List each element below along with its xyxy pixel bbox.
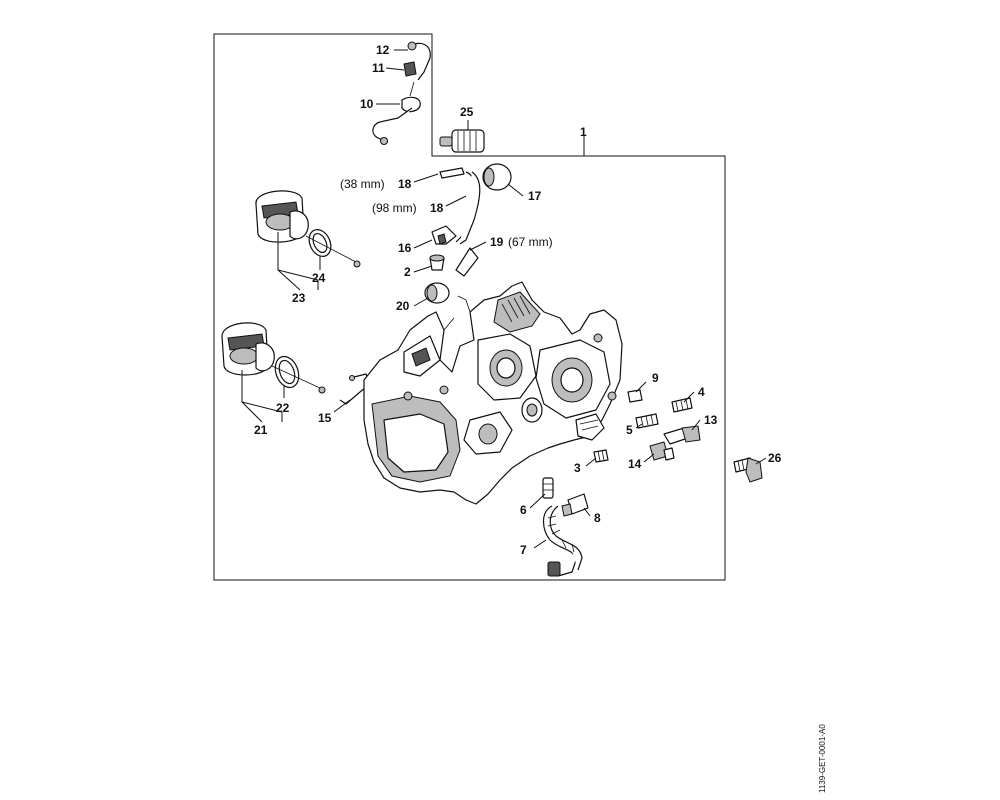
leader-lines xyxy=(241,49,767,549)
callout-11: 11 xyxy=(372,61,385,75)
assembly-frame xyxy=(213,33,726,581)
crankcase-drawing xyxy=(363,281,623,505)
callout-8: 8 xyxy=(594,511,601,525)
dimension-19-67mm: (67 mm) xyxy=(508,235,553,249)
callout-19: 19 xyxy=(490,235,504,249)
callouts: 12 11 10 25 1 (38 mm) 18 17 (98 mm) 18 1… xyxy=(254,43,782,557)
callout-18-a: 18 xyxy=(398,177,412,191)
lower-bearing-drawing xyxy=(221,322,326,394)
callout-13: 13 xyxy=(704,413,718,427)
dimension-18-98mm: (98 mm) xyxy=(372,201,417,215)
drawing-id: 1139-GET-0001-A0 xyxy=(818,724,827,793)
callout-1: 1 xyxy=(580,125,587,139)
callout-7: 7 xyxy=(520,543,527,557)
lower-hose-drawing xyxy=(542,477,589,577)
callout-17: 17 xyxy=(528,189,542,203)
callout-12: 12 xyxy=(376,43,390,57)
callout-24: 24 xyxy=(312,271,326,285)
callout-23: 23 xyxy=(292,291,306,305)
dimension-18-38mm: (38 mm) xyxy=(340,177,385,191)
callout-16: 16 xyxy=(398,241,412,255)
callout-3: 3 xyxy=(574,461,581,475)
oil-line-drawing xyxy=(372,41,431,145)
fuel-filter-drawing xyxy=(439,129,485,153)
callout-5: 5 xyxy=(626,423,633,437)
callout-10: 10 xyxy=(360,97,374,111)
callout-4: 4 xyxy=(698,385,705,399)
fuel-hose-drawing xyxy=(424,163,512,304)
callout-2: 2 xyxy=(404,265,411,279)
callout-22: 22 xyxy=(276,401,290,415)
callout-26: 26 xyxy=(768,451,782,465)
callout-18-b: 18 xyxy=(430,201,444,215)
callout-9: 9 xyxy=(652,371,659,385)
callout-6: 6 xyxy=(520,503,527,517)
upper-bearing-drawing xyxy=(255,190,361,268)
callout-15: 15 xyxy=(318,411,332,425)
callout-20: 20 xyxy=(396,299,410,313)
callout-14: 14 xyxy=(628,457,642,471)
callout-25: 25 xyxy=(460,105,474,119)
fasteners-drawing xyxy=(593,389,763,483)
callout-21: 21 xyxy=(254,423,268,437)
